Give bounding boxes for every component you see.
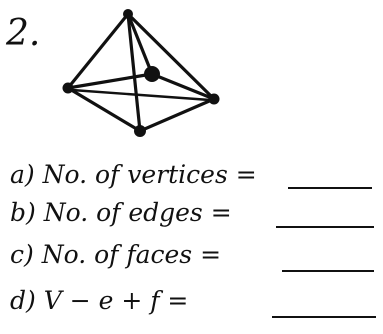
question-d: d) V − e + f =	[0, 282, 383, 320]
question-a: a) No. of vertices =	[0, 156, 383, 194]
answer-blank	[282, 270, 374, 272]
base-edge	[66, 72, 154, 90]
lateral-edge	[126, 12, 216, 101]
vertex-dot	[123, 9, 133, 19]
problem-number: 2.	[6, 13, 41, 54]
question-label: c) No. of faces =	[10, 240, 222, 269]
lateral-edge	[66, 12, 130, 90]
question-label: a) No. of vertices =	[10, 160, 257, 189]
base-edge	[150, 72, 216, 101]
question-b: b) No. of edges =	[0, 194, 383, 232]
answer-blank	[272, 316, 376, 318]
lateral-edge	[126, 12, 142, 133]
question-label: b) No. of edges =	[10, 198, 232, 227]
lateral-edge	[126, 12, 154, 76]
answer-blank	[288, 187, 372, 189]
vertex-dot	[208, 93, 220, 105]
question-label: d) V − e + f =	[10, 286, 189, 315]
base-edge	[66, 86, 142, 133]
pyramid-figure	[52, 0, 232, 145]
question-c: c) No. of faces =	[0, 236, 383, 274]
pyramid-drawing	[62, 9, 220, 137]
vertex-dot	[144, 66, 160, 82]
answer-blank	[276, 226, 374, 228]
vertex-dot	[62, 82, 74, 94]
sketch-line	[70, 88, 212, 102]
vertex-dot	[134, 125, 146, 137]
base-edge	[138, 97, 216, 133]
